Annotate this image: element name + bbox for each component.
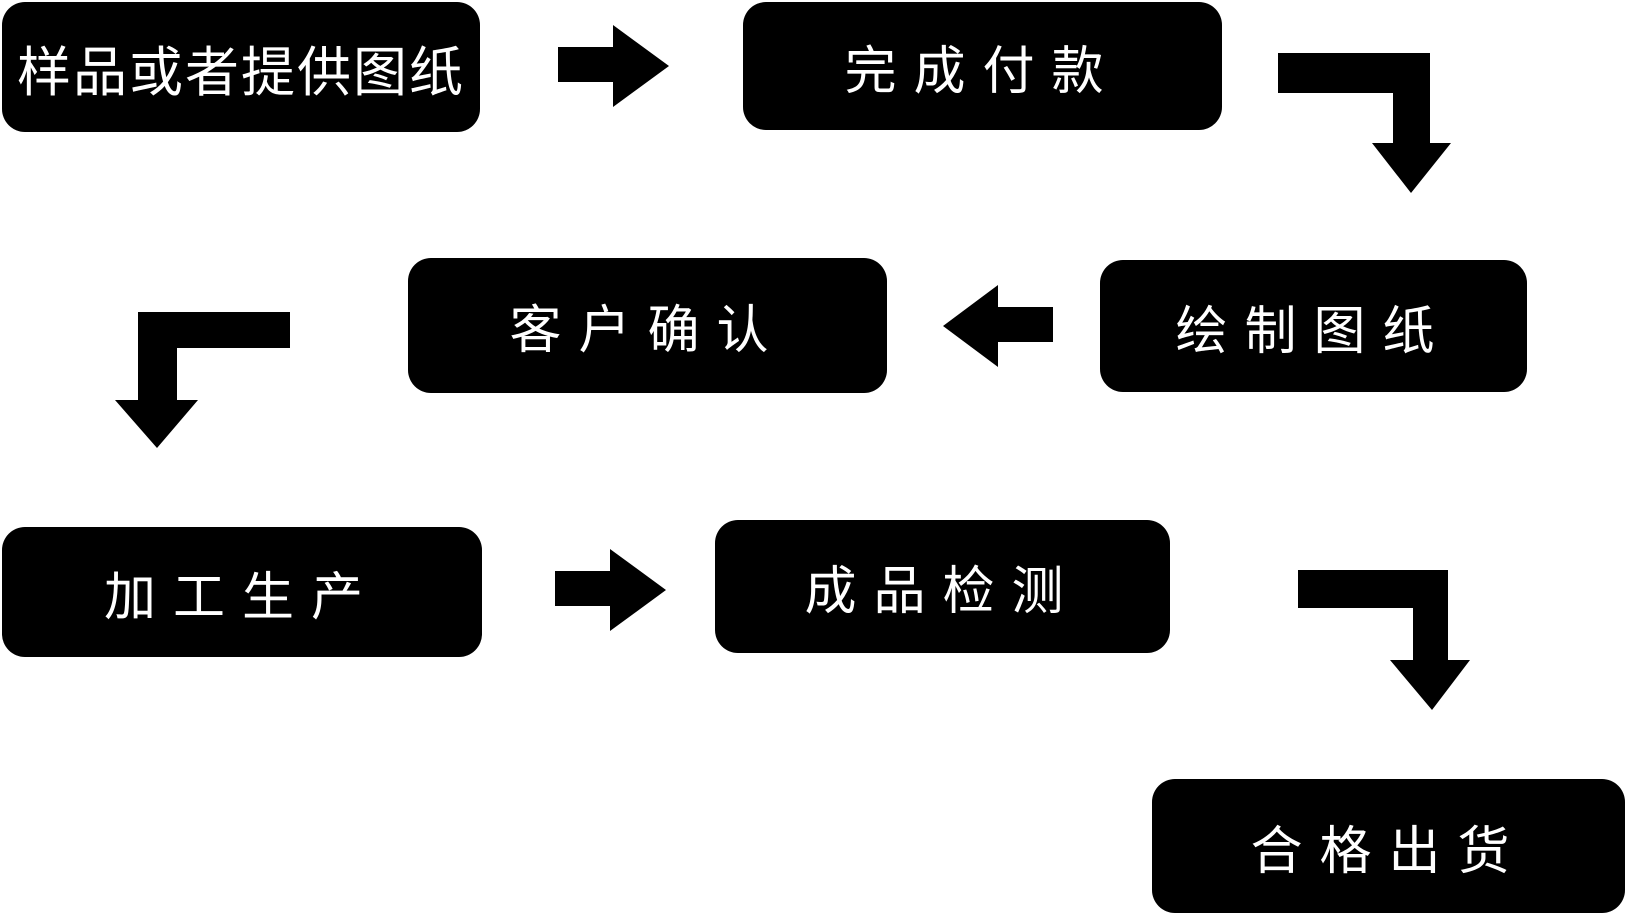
flow-step-processing-production: 加工生产 <box>2 527 482 657</box>
arrow-right-step5-to-step6 <box>555 549 666 631</box>
flow-step-complete-payment: 完成付款 <box>743 2 1222 130</box>
flow-step-label: 样品或者提供图纸 <box>17 42 465 103</box>
flow-step-customer-confirmation: 客户确认 <box>408 258 887 393</box>
flow-step-label: 合格出货 <box>1250 822 1527 881</box>
flow-step-label: 加工生产 <box>103 568 380 627</box>
flow-step-sample-or-drawing: 样品或者提供图纸 <box>2 2 480 132</box>
flow-step-label: 完成付款 <box>844 42 1121 101</box>
flow-step-label: 客户确认 <box>509 302 786 360</box>
arrow-right-step1-to-step2 <box>558 25 669 107</box>
flow-step-draw-drawing: 绘制图纸 <box>1100 260 1527 392</box>
flow-step-label: 绘制图纸 <box>1175 302 1452 361</box>
flow-step-label: 成品检测 <box>804 563 1081 621</box>
arrow-elbow-down-step2-to-step3 <box>1278 53 1451 193</box>
arrow-elbow-down-step6-to-step7 <box>1298 570 1470 710</box>
flow-step-qualified-shipment: 合格出货 <box>1152 779 1625 913</box>
arrow-elbow-down-step4-to-step5 <box>115 312 290 448</box>
arrow-left-step3-to-step4 <box>943 285 1053 367</box>
flow-step-product-inspection: 成品检测 <box>715 520 1170 653</box>
